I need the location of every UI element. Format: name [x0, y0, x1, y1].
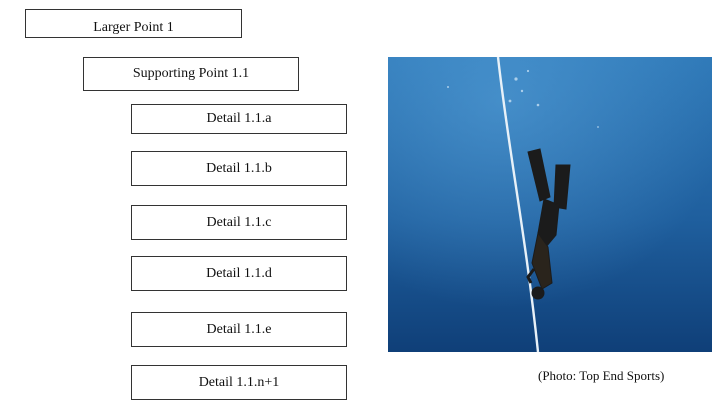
left-fin [527, 148, 551, 202]
detail-box-b: Detail 1.1.b [131, 151, 347, 186]
legs [537, 198, 560, 248]
detail-box-n-plus-1: Detail 1.1.n+1 [131, 365, 347, 400]
supporting-point-box: Supporting Point 1.1 [83, 57, 299, 91]
larger-point-label: Larger Point 1 [93, 20, 174, 35]
larger-point-box: Larger Point 1 [25, 9, 242, 38]
detail-label-b: Detail 1.1.b [206, 160, 272, 176]
detail-label-n-plus-1: Detail 1.1.n+1 [198, 374, 280, 390]
freediver-photo [388, 57, 712, 352]
detail-box-c: Detail 1.1.c [131, 205, 347, 240]
diver-arm [526, 268, 536, 284]
detail-label-c: Detail 1.1.c [206, 214, 272, 230]
right-fin [553, 164, 571, 210]
photo-caption: (Photo: Top End Sports) [538, 368, 665, 383]
detail-label-a: Detail 1.1.a [206, 111, 272, 126]
detail-label-e: Detail 1.1.e [206, 321, 272, 337]
diver-figure [526, 148, 571, 300]
supporting-point-label: Supporting Point 1.1 [132, 66, 250, 81]
detail-box-d: Detail 1.1.d [131, 256, 347, 291]
descent-rope [496, 57, 540, 352]
detail-box-a: Detail 1.1.a [131, 104, 347, 134]
diver-head [531, 286, 545, 300]
detail-label-d: Detail 1.1.d [206, 265, 272, 281]
detail-box-e: Detail 1.1.e [131, 312, 347, 347]
torso [531, 231, 553, 290]
